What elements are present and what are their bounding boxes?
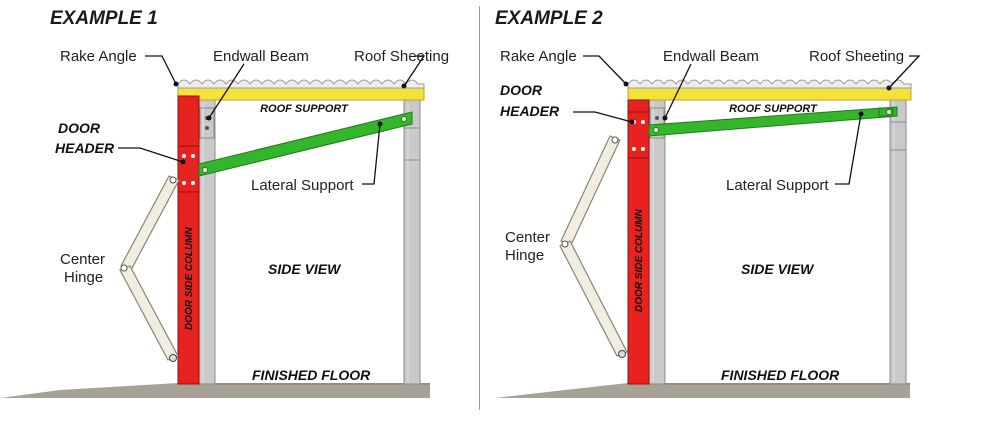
side-view-label: SIDE VIEW: [741, 261, 815, 277]
roof-sheeting-label: Roof Sheeting: [354, 48, 449, 65]
example-title: EXAMPLE 1: [50, 8, 158, 29]
lateral-support-label: Lateral Support: [726, 177, 829, 194]
right-endwall-column: [403, 99, 421, 385]
door-header-label-line2: HEADER: [55, 140, 115, 156]
endwall-beam-label: Endwall Beam: [213, 48, 309, 65]
endwall-beam-label: Endwall Beam: [663, 48, 759, 65]
right-endwall-column: [889, 99, 907, 385]
center-hinge-point: [561, 240, 569, 248]
center-hinge-label-line1: Center: [60, 251, 105, 268]
center-hinge-label-line1: Center: [505, 229, 550, 246]
roof-support-label: ROOF SUPPORT: [729, 103, 818, 115]
finished-floor-label: FINISHED FLOOR: [252, 367, 371, 383]
center-hinge-label-line2: Hinge: [505, 247, 544, 264]
door-header-label-line2: HEADER: [500, 103, 560, 119]
door-panel: [559, 135, 628, 358]
example-1-panel: EXAMPLE 1 ROOF SUPPORT DOOR SIDE COLUMN: [0, 0, 495, 416]
door-side-column: [177, 95, 200, 385]
lateral-support: [648, 106, 898, 137]
roof-sheeting-label: Roof Sheeting: [809, 48, 904, 65]
panel-divider: [479, 6, 480, 410]
roof-sheeting: [627, 79, 912, 89]
door-side-column: [627, 99, 650, 385]
center-hinge-label-line2: Hinge: [64, 269, 103, 286]
lateral-support-label: Lateral Support: [251, 177, 354, 194]
finished-floor-label: FINISHED FLOOR: [721, 367, 840, 383]
example-title: EXAMPLE 2: [495, 8, 603, 29]
rake-angle-label: Rake Angle: [60, 48, 137, 65]
side-view-label: SIDE VIEW: [268, 261, 342, 277]
roof-support: [177, 87, 425, 101]
center-hinge-point: [120, 264, 128, 272]
roof-support: [627, 87, 912, 101]
door-side-column-label: DOOR SIDE COLUMN: [634, 208, 645, 312]
finished-floor-slab: [495, 383, 910, 398]
lateral-support: [198, 111, 413, 177]
finished-floor-slab: [0, 383, 430, 398]
endwall-column: [198, 99, 216, 385]
door-header-label-line1: DOOR: [58, 120, 101, 136]
roof-sheeting: [177, 79, 425, 89]
example-1-diagram: EXAMPLE 1 ROOF SUPPORT DOOR SIDE COLUMN: [0, 8, 449, 398]
door-side-column-label: DOOR SIDE COLUMN: [184, 226, 195, 330]
roof-support-label: ROOF SUPPORT: [260, 103, 349, 115]
example-2-panel: EXAMPLE 2 ROOF SUPPORT DOOR SIDE COLUMN: [495, 0, 990, 416]
door-header-label-line1: DOOR: [500, 82, 543, 98]
example-2-diagram: EXAMPLE 2 ROOF SUPPORT DOOR SIDE COLUMN: [495, 8, 921, 398]
rake-angle-label: Rake Angle: [500, 48, 577, 65]
endwall-column: [648, 99, 666, 385]
door-panel: [119, 175, 180, 362]
